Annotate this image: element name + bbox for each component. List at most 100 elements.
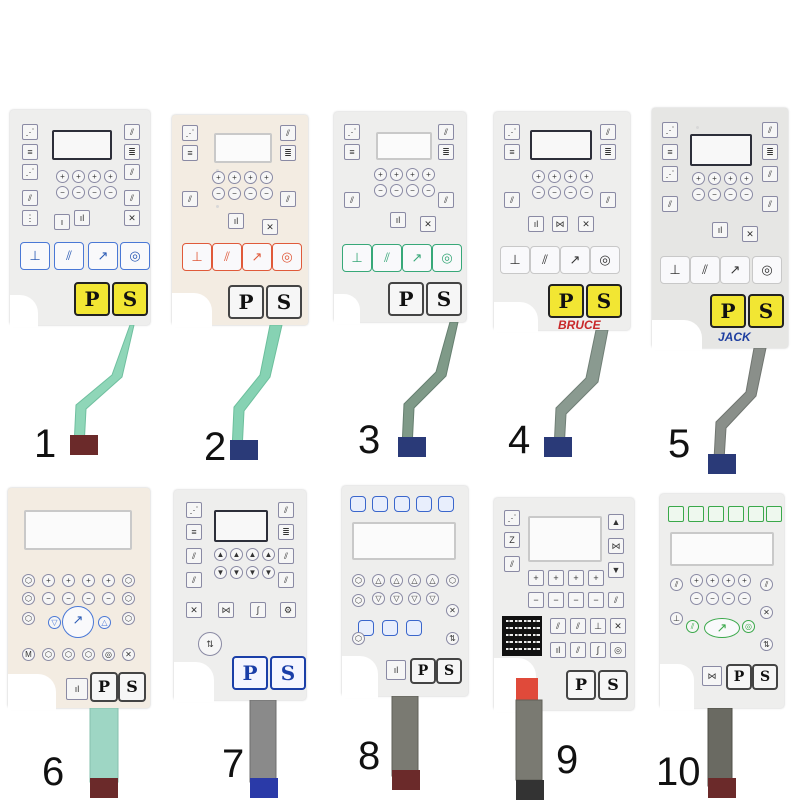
fkey-stitch-icon[interactable] xyxy=(382,620,398,636)
arrow-down-icon[interactable]: ▽ xyxy=(372,592,385,605)
p-button[interactable]: P xyxy=(232,656,268,690)
plus-icon[interactable]: + xyxy=(374,168,387,181)
stitch-icon[interactable] xyxy=(708,506,724,522)
fkey-curve-icon[interactable]: ↗ xyxy=(720,256,750,284)
trim-icon[interactable]: ✕ xyxy=(446,604,459,617)
arrow-down-icon[interactable]: ▼ xyxy=(214,566,227,579)
stitch-icon[interactable]: ⫽ xyxy=(570,618,586,634)
stitch-icon[interactable]: ⬡ xyxy=(22,592,35,605)
plus-icon[interactable]: + xyxy=(102,574,115,587)
trim-icon[interactable]: ✕ xyxy=(124,210,140,226)
minus-icon[interactable]: − xyxy=(390,184,403,197)
fkey-spiral-icon[interactable]: ◎ xyxy=(432,244,462,272)
fkey-stitch-icon[interactable]: ⫽ xyxy=(690,256,720,284)
stitch-icon[interactable]: ⫽ xyxy=(182,191,198,207)
stitch-icon[interactable]: ⫽ xyxy=(504,192,520,208)
stitch-icon[interactable] xyxy=(728,506,744,522)
t-key[interactable] xyxy=(668,506,684,522)
stitch-icon[interactable] xyxy=(394,496,410,512)
fkey-stitch-icon[interactable]: ⫽ xyxy=(372,244,402,272)
stitch-icon[interactable]: ⫽ xyxy=(550,618,566,634)
stitch-icon[interactable]: ⫽ xyxy=(438,124,454,140)
fkey-curve-icon[interactable]: ↗ xyxy=(62,606,94,638)
trim-icon[interactable]: ✕ xyxy=(262,219,278,235)
stitch-icon[interactable]: ⋮ xyxy=(22,210,38,226)
bar-icon[interactable]: ıl xyxy=(528,216,544,232)
minus-icon[interactable]: − xyxy=(548,186,561,199)
bar-icon[interactable]: ıl xyxy=(228,213,244,229)
trim-icon[interactable]: ✕ xyxy=(122,648,135,661)
stitch-icon[interactable] xyxy=(688,506,704,522)
stitch-icon[interactable]: ≣ xyxy=(124,144,140,160)
stitch-icon[interactable]: ≡ xyxy=(186,524,202,540)
bar-icon[interactable]: ıl xyxy=(66,678,88,700)
trim-icon[interactable]: ✕ xyxy=(186,602,202,618)
stitch-icon[interactable]: ⋰ xyxy=(504,124,520,140)
arrow-up-icon[interactable]: ▲ xyxy=(214,548,227,561)
fkey-stitch-icon[interactable]: ⫽ xyxy=(212,243,242,271)
plus-icon[interactable]: + xyxy=(56,170,69,183)
stitch-icon[interactable]: ⫽ xyxy=(344,192,360,208)
arrow-up-icon[interactable]: ▲ xyxy=(230,548,243,561)
p-button[interactable]: P xyxy=(90,672,118,702)
stitch-icon[interactable]: ⬡ xyxy=(352,632,365,645)
stitch-icon[interactable]: ⬡ xyxy=(352,594,365,607)
minus-icon[interactable]: − xyxy=(724,188,737,201)
arrow-down-icon[interactable]: ▽ xyxy=(390,592,403,605)
s-button[interactable]: S xyxy=(752,664,778,690)
plus-icon[interactable]: + xyxy=(390,168,403,181)
minus-icon[interactable]: − xyxy=(580,186,593,199)
bar-icon[interactable]: ı xyxy=(54,214,70,230)
stitch-icon[interactable]: ⫽ xyxy=(570,642,586,658)
s-button[interactable]: S xyxy=(748,294,784,328)
stitch-icon[interactable]: ⫽ xyxy=(762,196,778,212)
minus-icon[interactable]: − xyxy=(56,186,69,199)
stitch-icon[interactable]: ⬡ xyxy=(22,574,35,587)
minus-icon[interactable]: − xyxy=(532,186,545,199)
stitch-icon[interactable]: ≡ xyxy=(504,144,520,160)
fkey-foot-icon[interactable]: ⊥ xyxy=(342,244,372,272)
trim-icon[interactable]: ✕ xyxy=(742,226,758,242)
stitch-icon[interactable]: ⫽ xyxy=(186,548,202,564)
plus-icon[interactable]: + xyxy=(260,171,273,184)
p-button[interactable]: P xyxy=(548,284,584,318)
s-button[interactable]: S xyxy=(426,282,462,316)
fkey-curve-icon[interactable] xyxy=(406,620,422,636)
stitch-icon[interactable]: ⫽ xyxy=(670,578,683,591)
stitch-icon[interactable]: ⬡ xyxy=(62,648,75,661)
stitch-icon[interactable]: Z xyxy=(504,532,520,548)
arrow-up-icon[interactable]: ▲ xyxy=(262,548,275,561)
minus-icon[interactable]: − xyxy=(528,592,544,608)
minus-icon[interactable]: − xyxy=(690,592,703,605)
plus-icon[interactable]: + xyxy=(548,170,561,183)
minus-icon[interactable]: − xyxy=(568,592,584,608)
minus-icon[interactable]: − xyxy=(244,187,257,200)
stitch-icon[interactable]: ⬡ xyxy=(122,612,135,625)
stitch-icon[interactable]: ⫽ xyxy=(600,192,616,208)
arrow-down-icon[interactable]: ▼ xyxy=(262,566,275,579)
stitch-icon[interactable]: ⫽ xyxy=(762,122,778,138)
fkey-spiral-icon[interactable]: ◎ xyxy=(590,246,620,274)
m-key[interactable]: M xyxy=(22,648,35,661)
arrow-up-icon[interactable]: △ xyxy=(98,616,111,629)
stitch-icon[interactable]: ⬡ xyxy=(122,574,135,587)
stitch-icon[interactable]: ⋰ xyxy=(504,510,520,526)
plus-icon[interactable]: + xyxy=(706,574,719,587)
stitch-icon[interactable]: ⬡ xyxy=(446,574,459,587)
plus-icon[interactable]: + xyxy=(406,168,419,181)
stitch-icon[interactable]: ⬡ xyxy=(42,648,55,661)
minus-icon[interactable]: − xyxy=(588,592,604,608)
stitch-icon[interactable]: ⫽ xyxy=(762,166,778,182)
stitch-icon[interactable]: ⫽ xyxy=(600,124,616,140)
plus-icon[interactable]: + xyxy=(72,170,85,183)
minus-icon[interactable]: − xyxy=(72,186,85,199)
stitch-icon[interactable]: ⋈ xyxy=(608,538,624,554)
stitch-icon[interactable] xyxy=(766,506,782,522)
stitch-icon[interactable]: ⋈ xyxy=(702,666,722,686)
spiral-icon[interactable]: ◎ xyxy=(610,642,626,658)
s-button[interactable]: S xyxy=(598,670,628,700)
plus-icon[interactable]: + xyxy=(724,172,737,185)
stitch-icon[interactable]: ⫽ xyxy=(124,190,140,206)
arrow-down-icon[interactable]: ▽ xyxy=(408,592,421,605)
fkey-foot-icon[interactable]: ⊥ xyxy=(500,246,530,274)
